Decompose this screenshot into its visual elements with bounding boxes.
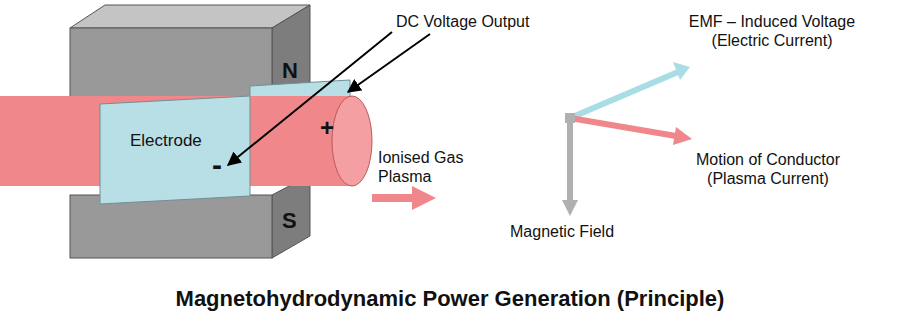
positive-electrode: + [300,80,350,156]
node-sign: - [212,150,222,180]
node-heading: + [320,116,334,140]
emf-label: EMF – Induced Voltage (Electric Current) [672,12,872,50]
plasma-label: Ionised Gas Plasma [378,148,478,186]
axis-triad [562,62,692,216]
field-label: Magnetic Field [510,222,614,241]
node-heading: N [282,60,298,82]
front-electrode [100,96,250,204]
magnet-north-face: N [272,28,310,118]
node-heading: S [282,210,297,232]
diagram-title: Magnetohydrodynamic Power Generation (Pr… [0,286,900,312]
magnet-south-face: S [272,176,310,258]
leader-line [348,34,430,92]
leader-line [228,32,392,165]
node-heading: Electrode [130,132,202,149]
output-label: DC Voltage Output [396,12,529,31]
motion-label: Motion of Conductor (Plasma Current) [668,150,868,188]
plasma-flow-arrow [372,186,436,210]
negative-electrode: Electrode- [100,96,250,204]
